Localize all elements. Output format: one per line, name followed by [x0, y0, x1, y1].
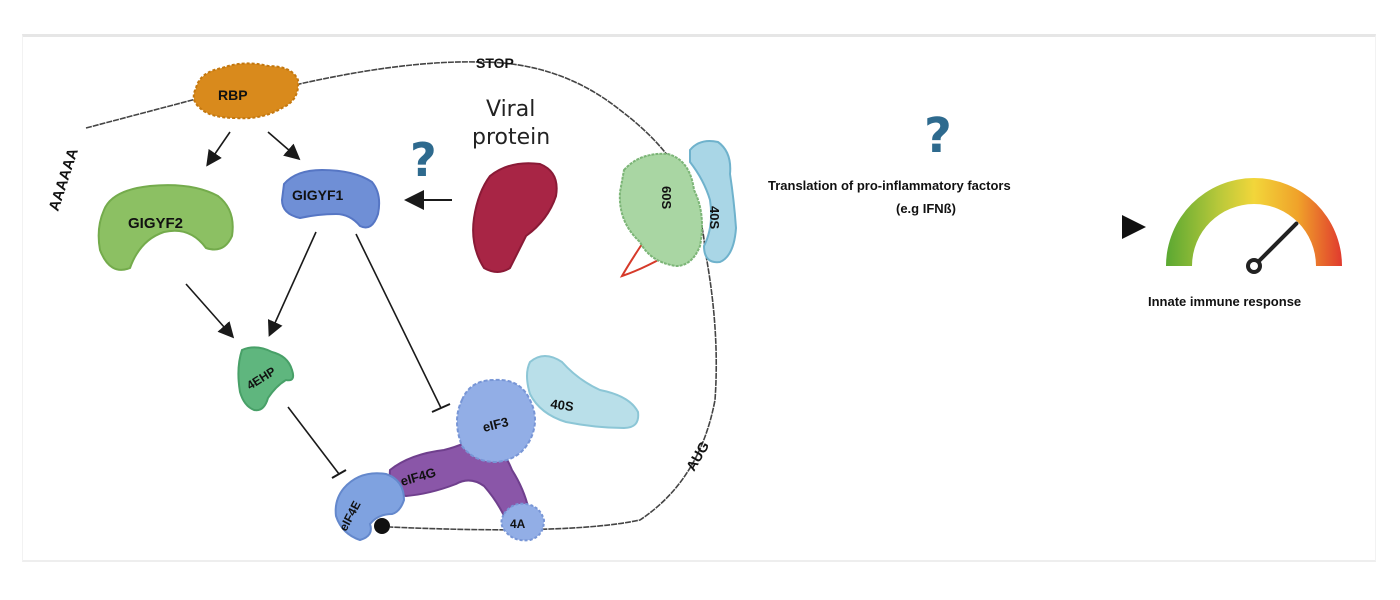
arrow-rbp-to-gigyf2 [206, 131, 231, 167]
ribosome-40s [689, 140, 738, 264]
small-subunit-40s-label: 40S [550, 396, 575, 414]
translation-label-line1: Translation of pro-inflammatory factors [768, 178, 1011, 193]
gigyf2-label: GIGYF2 [128, 215, 183, 232]
gauge-label: Innate immune response [1148, 294, 1301, 309]
figure-frame [22, 34, 1376, 562]
arrow-rbp-to-gigyf1 [267, 131, 301, 161]
eif3-label: eIF3 [481, 414, 510, 435]
arrow-gigyf1-to-4ehp [267, 231, 317, 337]
gigyf1-protein: GIGYF1 [280, 168, 381, 229]
rbp-protein: RBP [192, 62, 300, 120]
gauge-needle [1246, 221, 1299, 274]
arrow-gigyf2-to-4ehp [185, 283, 235, 339]
start-codon-label: AUG [683, 438, 712, 473]
gauge-arc [1166, 178, 1342, 266]
inhibition-gigyf1-to-eif3 [355, 233, 451, 413]
ribosome-60s-label: 60S [659, 186, 674, 209]
small-subunit-40s: 40S [526, 355, 640, 430]
gigyf2-protein: GIGYF2 [97, 184, 234, 271]
stop-codon-label: STOP [476, 55, 514, 71]
outcome-question-mark: ? [924, 108, 952, 164]
eif4a-protein: 4A [500, 502, 546, 542]
nascent-peptide [619, 237, 663, 278]
rbp-label: RBP [218, 87, 248, 103]
mrna-line [85, 61, 718, 531]
ribosome-elongating: 60S 40S [618, 140, 738, 278]
viral-protein-label-line1: Viral [486, 97, 535, 122]
viral-protein-label-line2: protein [472, 125, 550, 150]
mrna-cap [374, 518, 390, 534]
translation-label-line2: (e.g IFNß) [896, 201, 956, 216]
viral-protein [472, 162, 558, 273]
inhibition-4ehp-to-eif4e [287, 406, 347, 479]
gigyf1-label: GIGYF1 [292, 187, 344, 203]
eif4e-protein: eIF4E [334, 472, 406, 542]
eif4a-label: 4A [510, 517, 526, 531]
4ehp-protein: 4EHP [237, 346, 295, 412]
poly-a-tail-label: AAAAAA [46, 146, 82, 213]
ribosome-60s [618, 152, 703, 268]
eif3-protein: eIF3 [456, 378, 536, 464]
ribosome-40s-label: 40S [707, 206, 722, 229]
mrna-strand: AAAAAA STOP AUG [46, 55, 718, 531]
viral-question-mark: ? [410, 133, 437, 187]
immune-response-gauge: Innate immune response [1148, 178, 1342, 309]
